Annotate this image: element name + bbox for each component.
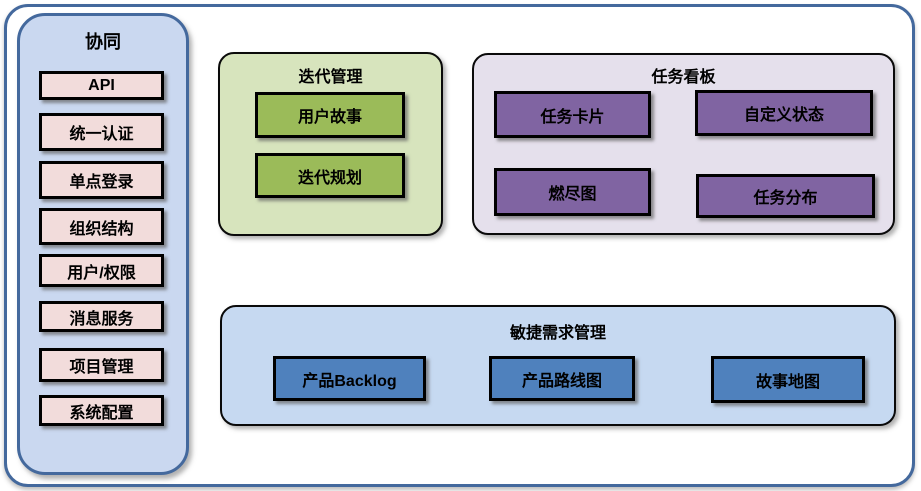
iteration-management-panel-title: 迭代管理	[298, 69, 363, 86]
box-product-roadmap: 产品路线图	[489, 356, 635, 401]
box-story-map: 故事地图	[711, 356, 865, 403]
sidebar-item-system-config: 系统配置	[39, 395, 164, 426]
agile-requirements-panel: 敏捷需求管理 产品Backlog 产品路线图 故事地图	[220, 305, 896, 426]
sidebar-item-api: API	[39, 71, 164, 100]
iteration-management-panel: 迭代管理 用户故事 迭代规划	[218, 52, 443, 236]
box-task-distribution: 任务分布	[696, 174, 875, 218]
sidebar-item-sso: 单点登录	[39, 161, 164, 199]
sidebar-item-unified-auth: 统一认证	[39, 113, 164, 151]
collaboration-panel-title: 协同	[85, 32, 121, 52]
box-user-story: 用户故事	[255, 92, 405, 138]
box-iteration-planning: 迭代规划	[255, 153, 405, 198]
box-product-backlog: 产品Backlog	[273, 356, 426, 401]
sidebar-item-user-permissions: 用户/权限	[39, 254, 164, 287]
task-board-panel: 任务看板 任务卡片 自定义状态 燃尽图 任务分布	[472, 53, 895, 235]
collaboration-panel: 协同 API 统一认证 单点登录 组织结构 用户/权限 消息服务 项目管理 系统…	[17, 13, 189, 475]
outer-frame: 协同 API 统一认证 单点登录 组织结构 用户/权限 消息服务 项目管理 系统…	[4, 4, 915, 487]
agile-requirements-panel-title: 敏捷需求管理	[509, 325, 606, 342]
box-burndown-chart: 燃尽图	[494, 168, 651, 216]
task-board-panel-title: 任务看板	[651, 69, 716, 86]
sidebar-item-message-service: 消息服务	[39, 301, 164, 332]
sidebar-item-org-structure: 组织结构	[39, 208, 164, 245]
box-task-card: 任务卡片	[494, 91, 651, 138]
sidebar-item-project-management: 项目管理	[39, 348, 164, 382]
box-custom-status: 自定义状态	[695, 90, 873, 136]
